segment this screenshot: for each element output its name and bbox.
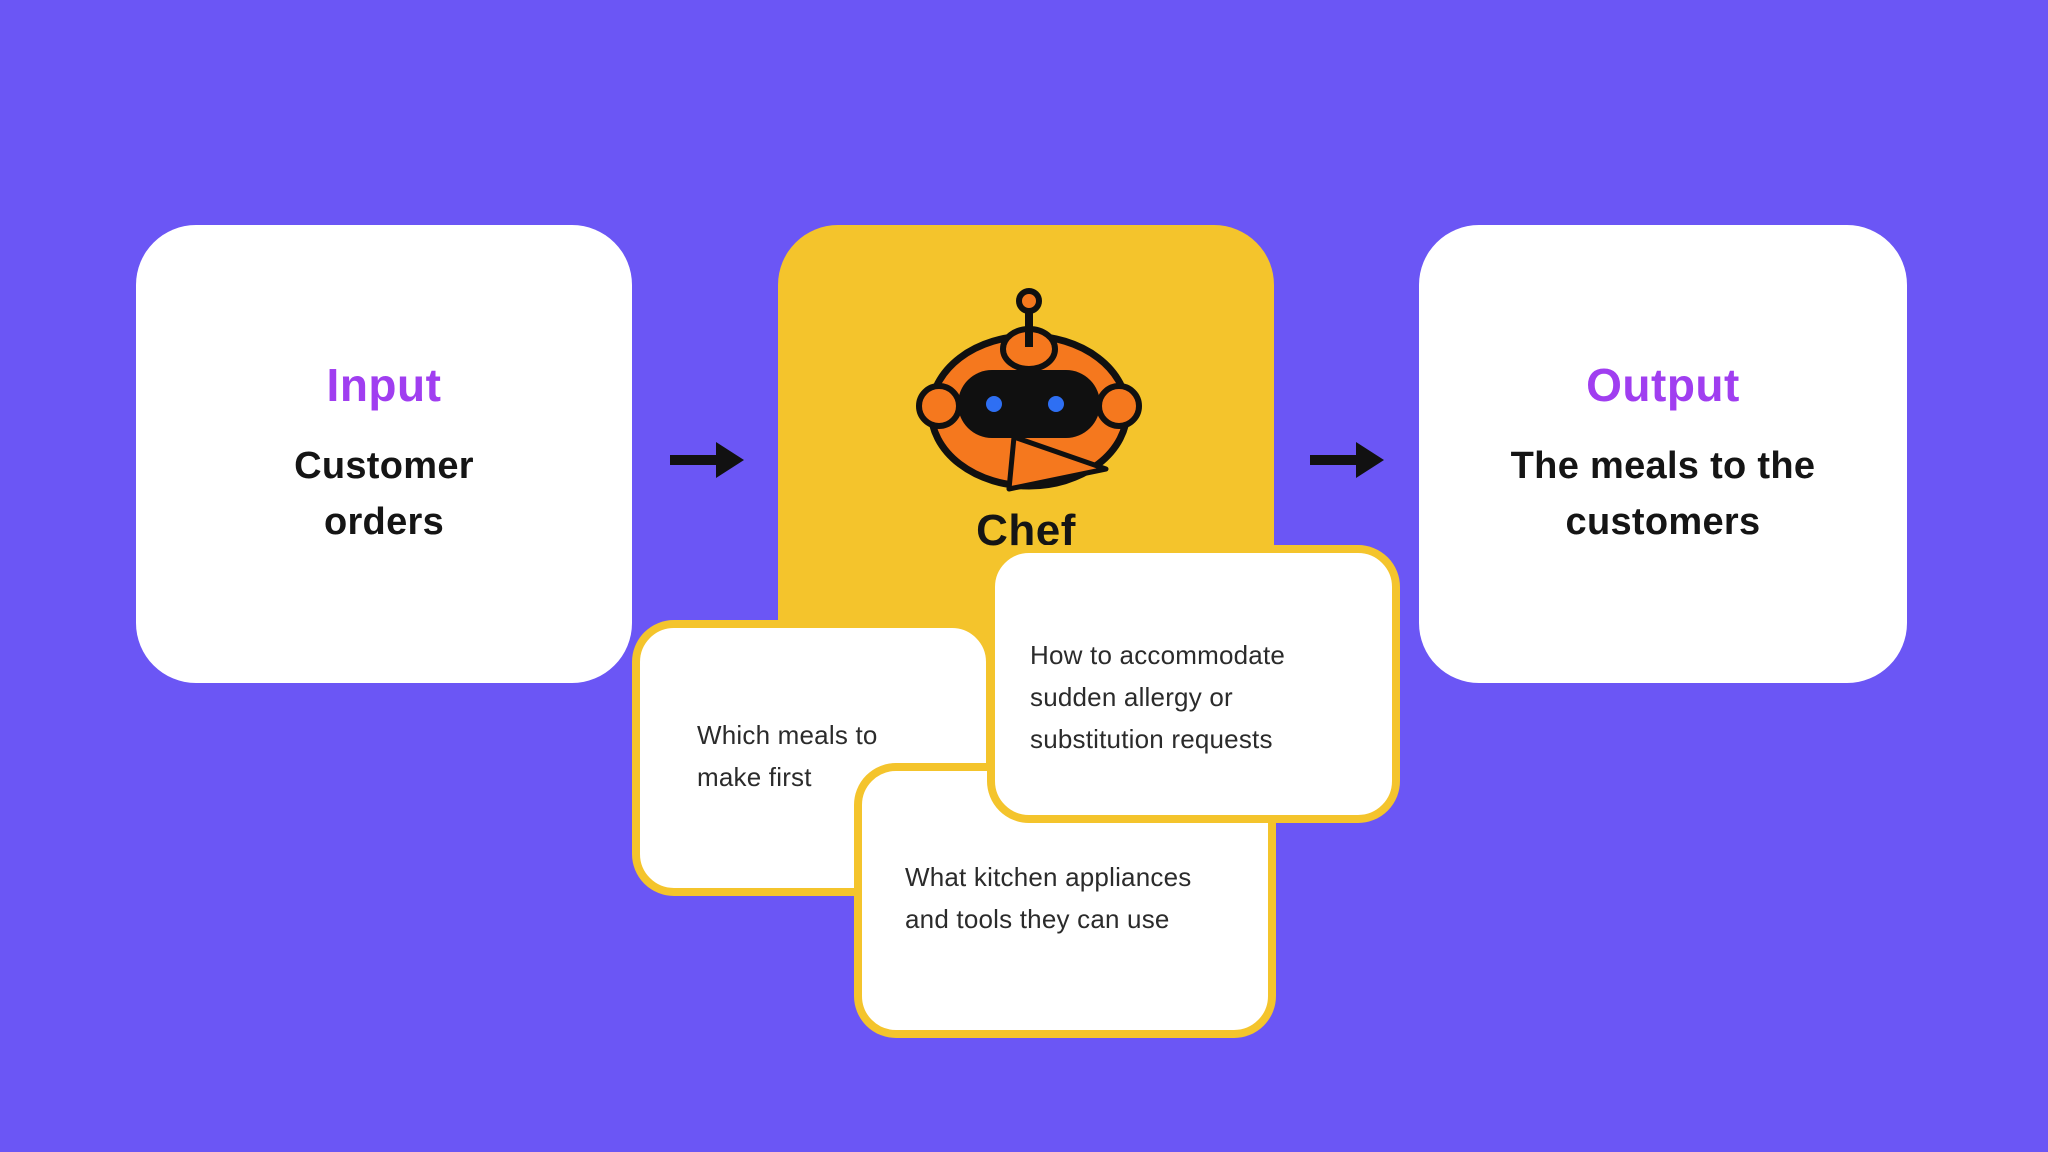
robot-chef-icon: [916, 288, 1142, 492]
note-text-line: Which meals to: [697, 720, 878, 750]
robot-eye: [986, 396, 1002, 412]
output-card: Output The meals to the customers: [1419, 225, 1907, 683]
note-text-line: What kitchen appliances: [905, 862, 1192, 892]
output-heading: Output: [1586, 359, 1740, 411]
robot-beak: [1006, 434, 1109, 492]
output-body-line: The meals to the: [1510, 445, 1816, 487]
robot-eye: [1048, 396, 1064, 412]
input-body-line: orders: [323, 501, 445, 543]
input-body-line: Customer: [294, 445, 474, 487]
input-card: Input Customer orders: [136, 225, 632, 683]
note-allergy-substitution: How to accommodate sudden allergy or sub…: [987, 545, 1400, 823]
output-body-line: customers: [1565, 501, 1761, 543]
note-text-line: How to accommodate: [1030, 640, 1286, 670]
note-text-line: substitution requests: [1030, 724, 1273, 754]
input-heading: Input: [326, 359, 442, 411]
note-text-line: sudden allergy or: [1030, 682, 1233, 712]
arrow-right-icon: [670, 442, 744, 478]
arrow-right-icon: [1310, 442, 1384, 478]
note-text-line: make first: [697, 762, 812, 792]
note-text-line: and tools they can use: [905, 904, 1170, 934]
robot-visor: [958, 370, 1100, 438]
